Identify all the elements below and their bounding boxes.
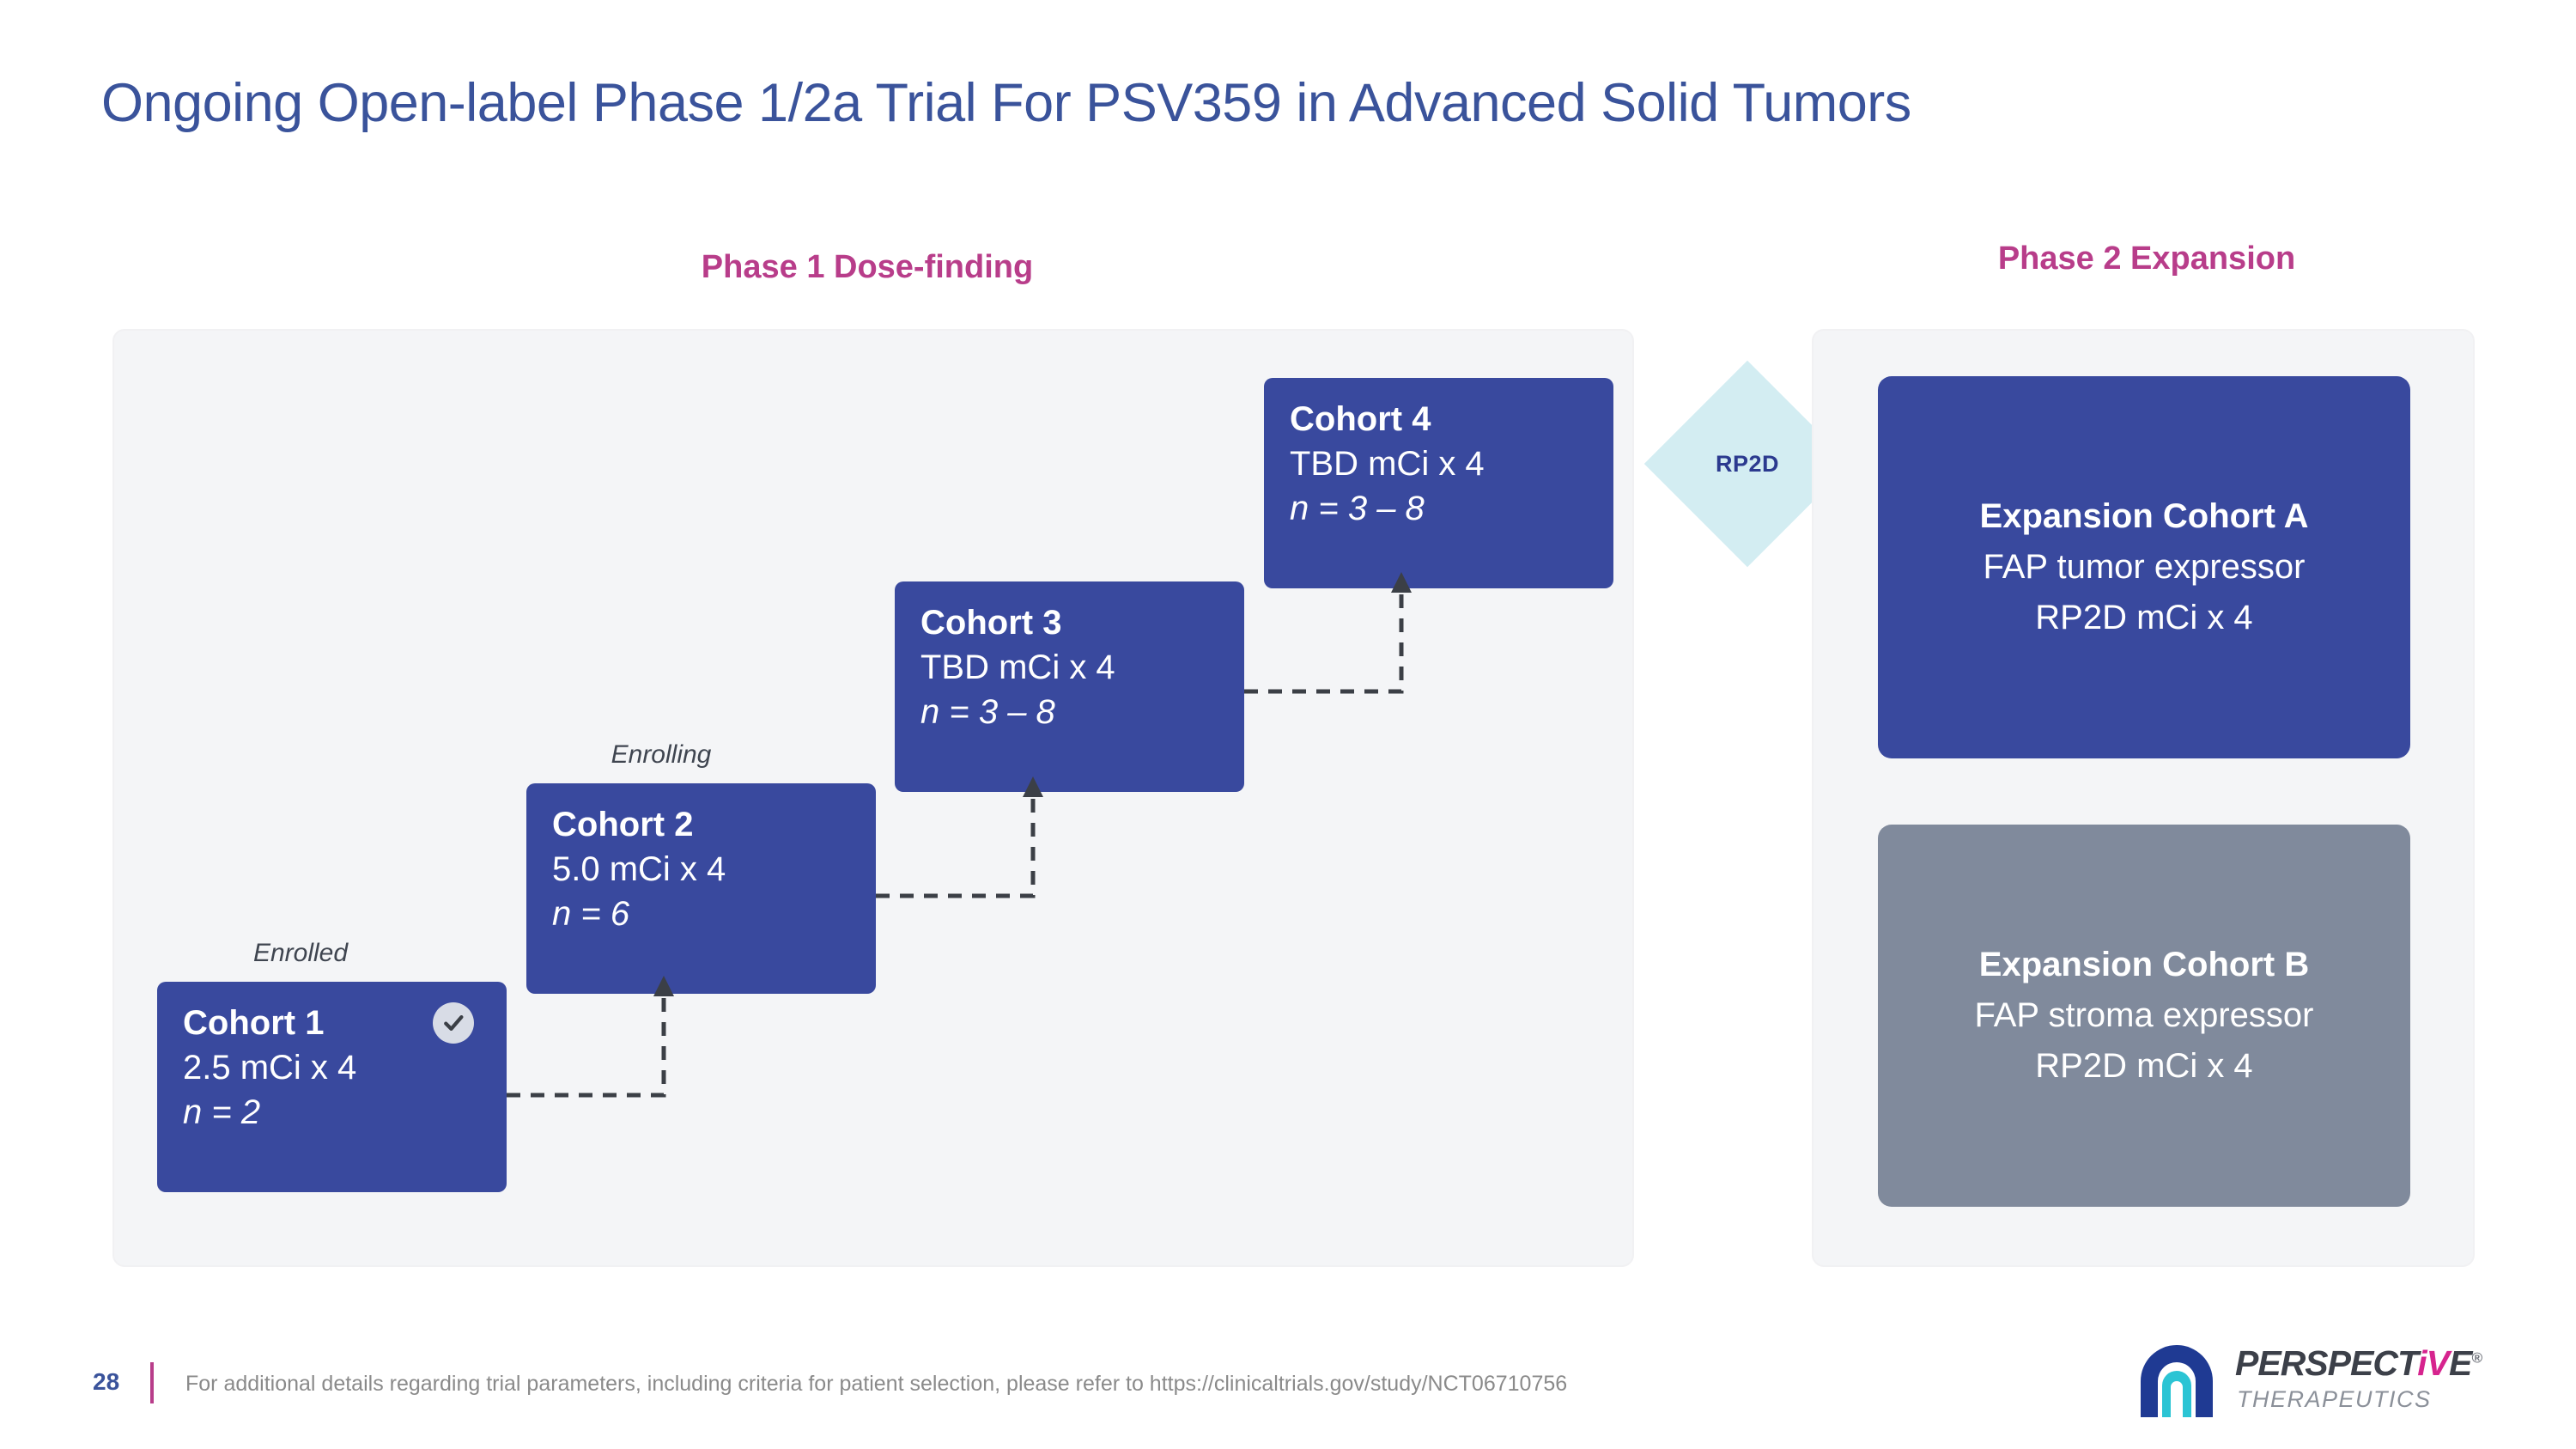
expansion-cohort-a-line2: RP2D mCi x 4: [2035, 599, 2253, 637]
cohort-1-status-label: Enrolled: [252, 939, 349, 967]
cohort-2-status-label: Enrolling: [611, 740, 712, 769]
cohort-1-n: n = 2: [183, 1093, 261, 1131]
logo-word-accent-v: V: [2426, 1343, 2450, 1383]
cohort-2-n: n = 6: [552, 895, 630, 933]
rp2d-label: RP2D: [1715, 450, 1780, 477]
cohort-1-dose: 2.5 mCi x 4: [183, 1049, 357, 1087]
expansion-cohort-b-box[interactable]: Expansion Cohort B FAP stroma expressor …: [1878, 825, 2410, 1207]
page-number: 28: [93, 1368, 120, 1395]
cohort-3-n: n = 3 – 8: [920, 693, 1055, 731]
cohort-3-box[interactable]: Cohort 3 TBD mCi x 4 n = 3 – 8: [895, 581, 1244, 792]
perspective-arch-logo-icon: [2134, 1338, 2220, 1424]
connector-cohort1-to-cohort2: [505, 971, 728, 1108]
cohort-1-header-row: Cohort 1: [183, 1001, 481, 1045]
cohort-2-title: Cohort 2: [552, 806, 694, 843]
cohort-3-title: Cohort 3: [920, 604, 1062, 642]
cohort-1-title: Cohort 1: [183, 1004, 325, 1042]
expansion-cohort-b-title: Expansion Cohort B: [1978, 945, 2310, 983]
expansion-cohort-a-title: Expansion Cohort A: [1979, 496, 2309, 535]
cohort-4-title: Cohort 4: [1290, 400, 1431, 438]
expansion-cohort-b-line2: RP2D mCi x 4: [2035, 1047, 2253, 1086]
logo-wordmark: PERSPECTiVE®: [2235, 1343, 2482, 1384]
phase-2-header: Phase 2 Expansion: [1997, 240, 2296, 277]
connector-cohort3-to-cohort4: [1242, 567, 1466, 704]
rp2d-transition-marker: RP2D: [1643, 360, 1851, 568]
logo-word-part2: E: [2449, 1343, 2472, 1383]
logo-word-accent-i: i: [2417, 1343, 2427, 1383]
connector-cohort2-to-cohort3: [874, 771, 1097, 909]
phase-1-header: Phase 1 Dose-finding: [701, 249, 1034, 285]
footer-note: For additional details regarding trial p…: [185, 1372, 1568, 1396]
page-title: Ongoing Open-label Phase 1/2a Trial For …: [101, 73, 1911, 133]
registered-trademark-icon: ®: [2471, 1349, 2482, 1367]
footer-divider: [150, 1362, 154, 1403]
expansion-cohort-b-line1: FAP stroma expressor: [1974, 995, 2314, 1034]
cohort-4-dose: TBD mCi x 4: [1290, 445, 1485, 483]
logo-word-part1: PERSPECT: [2235, 1343, 2418, 1383]
cohort-4-n: n = 3 – 8: [1290, 490, 1425, 527]
cohort-3-dose: TBD mCi x 4: [920, 648, 1115, 686]
cohort-2-box[interactable]: Cohort 2 5.0 mCi x 4 n = 6: [526, 783, 876, 994]
logo-subtitle: THERAPEUTICS: [2237, 1386, 2432, 1412]
expansion-cohort-a-line1: FAP tumor expressor: [1983, 547, 2306, 586]
company-logo: PERSPECTiVE® THERAPEUTICS: [2134, 1338, 2503, 1424]
cohort-4-box[interactable]: Cohort 4 TBD mCi x 4 n = 3 – 8: [1264, 378, 1613, 588]
cohort-2-dose: 5.0 mCi x 4: [552, 850, 726, 888]
check-circle-icon: [433, 1002, 474, 1044]
cohort-1-box[interactable]: Cohort 1 2.5 mCi x 4 n = 2: [157, 982, 507, 1192]
expansion-cohort-a-box[interactable]: Expansion Cohort A FAP tumor expressor R…: [1878, 376, 2410, 758]
